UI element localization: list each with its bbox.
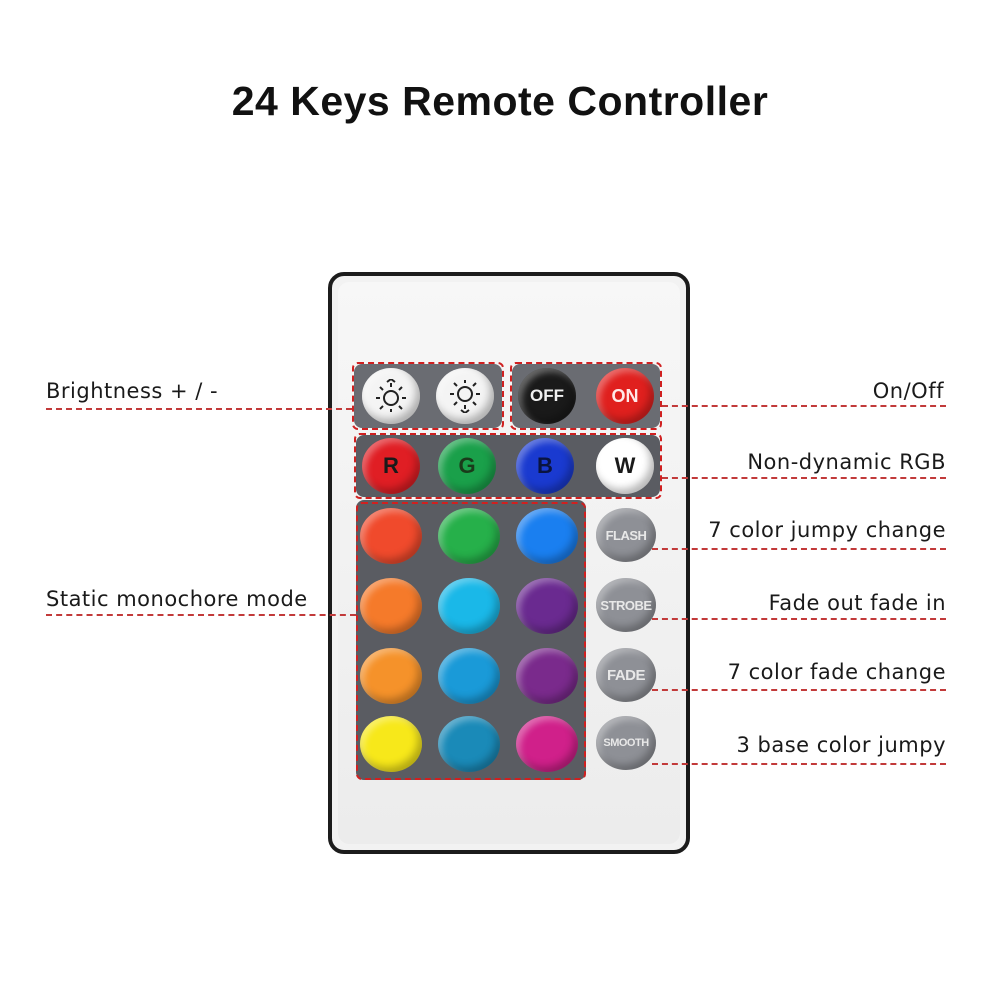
on-label: ON — [611, 385, 639, 406]
jumpy7-leader — [652, 548, 946, 550]
sun-up-icon — [376, 379, 406, 412]
page-title: 24 Keys Remote Controller — [231, 78, 769, 124]
smooth-button[interactable]: SMOOTH — [596, 716, 656, 770]
color-button-red-orange[interactable] — [360, 508, 422, 564]
flash-label: FLASH — [605, 527, 647, 543]
onoff-dash-box — [510, 362, 662, 430]
strobe-button[interactable]: STROBE — [596, 578, 656, 632]
off-label: OFF — [530, 386, 564, 405]
rgb-leader — [662, 477, 946, 479]
static-mode-label: Static monochore mode — [46, 587, 308, 611]
color-button-green[interactable] — [438, 508, 500, 564]
jumpy3-label: 3 base color jumpy — [736, 733, 946, 757]
color-button-blue[interactable] — [516, 508, 578, 564]
onoff-leader — [662, 405, 946, 407]
sun-down-icon — [450, 380, 480, 413]
color-button-cyan[interactable] — [438, 578, 500, 634]
jumpy7-label: 7 color jumpy change — [708, 518, 946, 542]
green-button[interactable]: G — [438, 438, 496, 494]
static-leader — [46, 614, 356, 616]
brightness-leader — [46, 408, 352, 410]
color-button-sky-blue[interactable] — [438, 648, 500, 704]
fade7-leader — [652, 689, 946, 691]
g-label: G — [458, 453, 476, 478]
color-button-orange[interactable] — [360, 578, 422, 634]
w-label: W — [614, 453, 636, 478]
fadeinout-label: Fade out fade in — [768, 591, 946, 615]
color-button-light-orange[interactable] — [360, 648, 422, 704]
color-button-teal[interactable] — [438, 716, 500, 772]
flash-button[interactable]: FLASH — [596, 508, 656, 562]
brightness-dash-box — [352, 362, 504, 430]
fade7-label: 7 color fade change — [727, 660, 946, 684]
rgb-label: Non-dynamic RGB — [747, 450, 946, 474]
on-button[interactable]: ON — [596, 368, 654, 424]
brightness-label: Brightness + / - — [46, 379, 219, 403]
brightness-up-button[interactable] — [362, 368, 420, 424]
r-label: R — [383, 453, 399, 478]
rgb-dash-box — [354, 433, 662, 499]
color-button-yellow[interactable] — [360, 716, 422, 772]
fade-button[interactable]: FADE — [596, 648, 656, 702]
onoff-label: On/Off — [872, 379, 944, 403]
blue-button[interactable]: B — [516, 438, 574, 494]
color-button-violet[interactable] — [516, 648, 578, 704]
strobe-label: STROBE — [600, 597, 652, 613]
brightness-down-button[interactable] — [436, 368, 494, 424]
fadeinout-leader — [652, 618, 946, 620]
red-button[interactable]: R — [362, 438, 420, 494]
white-button[interactable]: W — [596, 438, 654, 494]
color-button-purple[interactable] — [516, 578, 578, 634]
smooth-label: SMOOTH — [603, 737, 649, 749]
static-dash-box — [356, 502, 586, 780]
color-button-magenta[interactable] — [516, 716, 578, 772]
jumpy3-leader — [652, 763, 946, 765]
b-label: B — [537, 453, 553, 478]
off-button[interactable]: OFF — [518, 368, 576, 424]
fade-label: FADE — [606, 666, 646, 684]
